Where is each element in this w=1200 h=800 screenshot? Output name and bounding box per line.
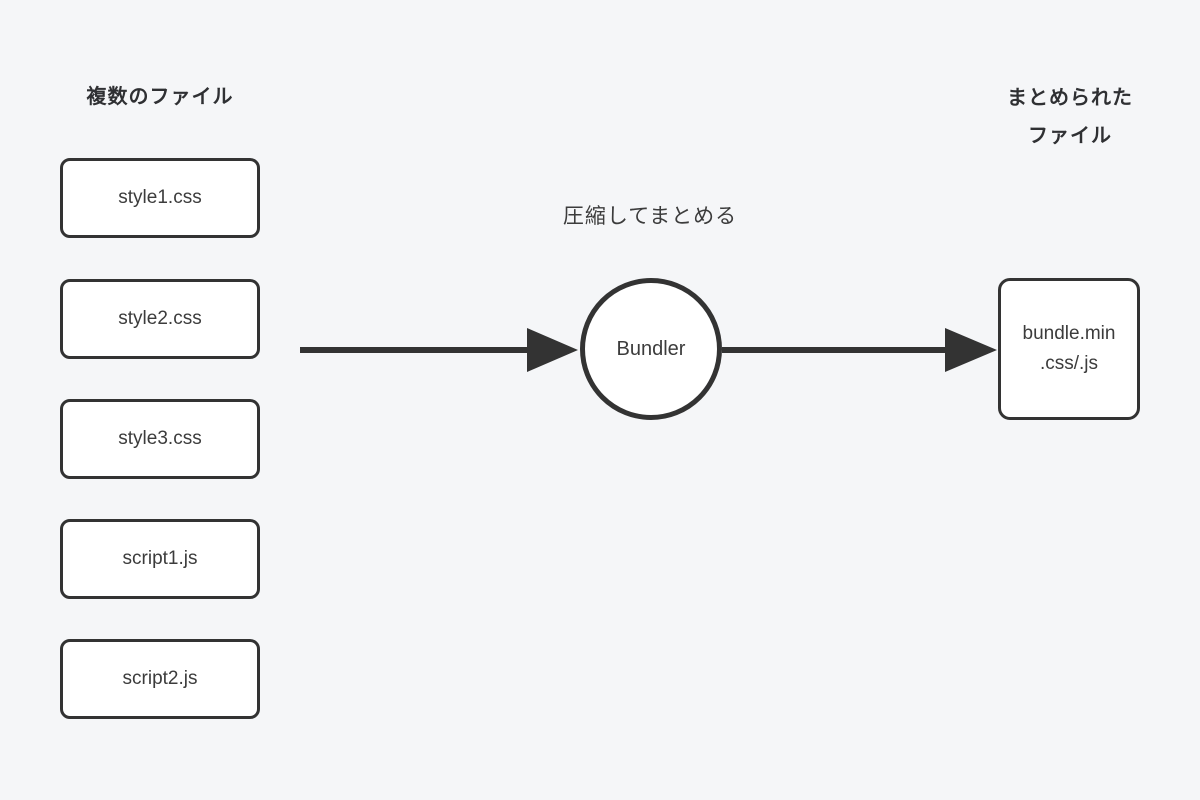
file-node-style1-css: style1.css bbox=[60, 158, 260, 238]
output-node-label-line2: .css/.js bbox=[1039, 353, 1099, 374]
process-label: 圧縮してまとめる bbox=[562, 205, 738, 228]
bundled-file-heading-line2: ファイル bbox=[1028, 125, 1112, 147]
bundled-file-heading-line1: まとめられた bbox=[1007, 87, 1133, 109]
output-node-label-line1: bundle.min bbox=[1022, 323, 1116, 344]
file-node-script1-js: script1.js bbox=[60, 519, 260, 599]
multiple-files-heading: 複数のファイル bbox=[86, 86, 234, 108]
file-node-script2-js: script2.js bbox=[60, 639, 260, 719]
bundler-node: Bundler bbox=[580, 278, 722, 420]
arrowhead-icon bbox=[945, 328, 997, 372]
bundler-node-label: Bundler bbox=[616, 337, 686, 360]
arrow-files-to-bundler bbox=[300, 328, 578, 372]
arrow-bundler-to-output bbox=[722, 328, 997, 372]
bundled-file-heading: まとめられた ファイル bbox=[970, 79, 1170, 155]
output-node: bundle.min .css/.js bbox=[998, 278, 1140, 420]
file-node-style3-css: style3.css bbox=[60, 399, 260, 479]
arrowhead-icon bbox=[527, 328, 578, 372]
file-node-style2-css: style2.css bbox=[60, 279, 260, 359]
